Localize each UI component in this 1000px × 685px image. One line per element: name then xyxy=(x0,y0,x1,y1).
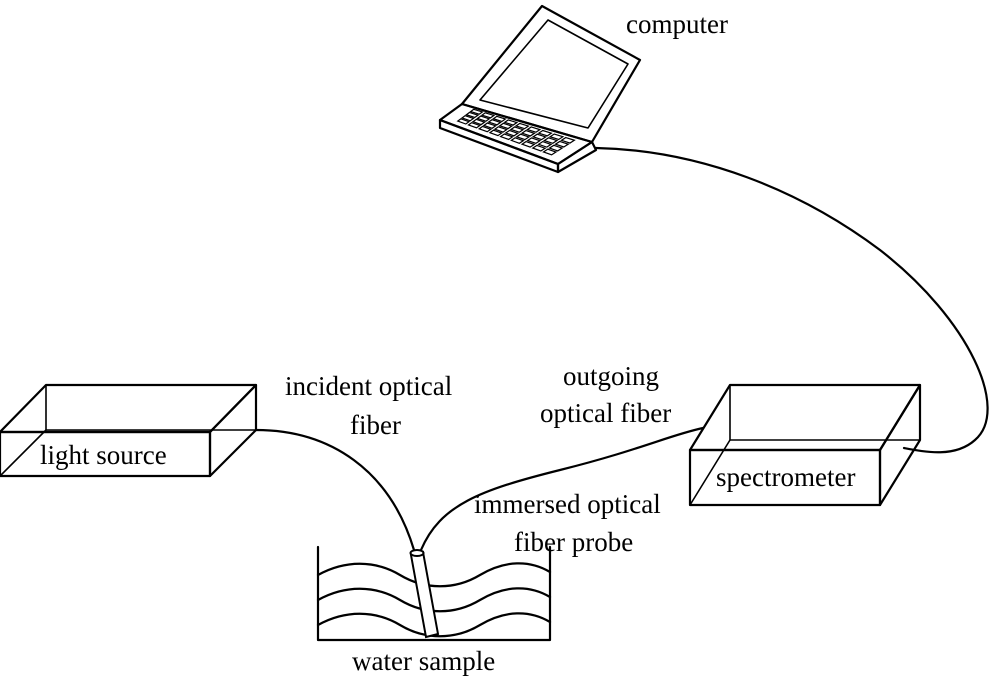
keyboard-key xyxy=(526,126,542,133)
spectrometer-side-face xyxy=(878,383,922,507)
keyboard-key xyxy=(465,111,480,119)
label-probe-1: immersed optical xyxy=(474,489,661,519)
water-wave-3 xyxy=(316,612,552,638)
laptop-keyboard xyxy=(456,108,576,156)
incident-optical-fiber xyxy=(254,428,416,552)
label-incident-fiber-2: fiber xyxy=(350,410,401,440)
keyboard-key xyxy=(460,114,475,122)
keyboard-key xyxy=(482,122,497,129)
keyboard-key xyxy=(504,129,520,137)
keyboard-key xyxy=(488,129,503,137)
keyboard-key xyxy=(469,108,484,115)
keyboard-key xyxy=(480,112,496,119)
keyboard-key xyxy=(531,144,547,152)
keyboard-key xyxy=(467,121,482,129)
outgoing-optical-fiber xyxy=(419,426,705,552)
keyboard-key xyxy=(510,137,525,144)
keyboard-key xyxy=(515,133,531,141)
keyboard-key xyxy=(456,118,471,125)
keyboard-key xyxy=(531,133,548,141)
keyboard-key xyxy=(542,137,559,144)
keyboard-key xyxy=(526,137,542,145)
fiber-probe xyxy=(409,549,440,639)
keyboard-key xyxy=(498,122,514,130)
keyboard-key xyxy=(537,140,553,148)
label-probe-2: fiber probe xyxy=(514,527,633,557)
keyboard-key xyxy=(471,118,486,126)
spectrometer-box xyxy=(688,383,922,507)
keyboard-key xyxy=(499,133,514,141)
keyboard-key xyxy=(520,140,536,148)
label-spectrometer: spectrometer xyxy=(716,462,855,492)
laptop-computer xyxy=(438,4,642,174)
keyboard-key xyxy=(554,140,570,148)
label-water-sample: water sample xyxy=(352,646,495,676)
water-container xyxy=(316,545,552,642)
keyboard-key xyxy=(477,125,493,133)
keyboard-key xyxy=(492,115,507,123)
container-walls xyxy=(316,545,552,642)
label-outgoing-fiber-1: outgoing xyxy=(563,361,659,391)
keyboard-key xyxy=(548,133,565,141)
label-computer: computer xyxy=(626,9,728,39)
keyboard-key xyxy=(548,144,564,152)
keyboard-key xyxy=(537,129,553,137)
keyboard-key xyxy=(520,129,536,137)
keyboard-key xyxy=(560,136,576,144)
probe-top xyxy=(409,549,425,557)
keyboard-key xyxy=(476,115,491,122)
keyboard-key xyxy=(487,119,502,126)
label-incident-fiber-1: incident optical xyxy=(285,371,452,401)
keyboard-key xyxy=(503,119,519,126)
keyboard-key xyxy=(493,126,509,133)
label-outgoing-fiber-2: optical fiber xyxy=(540,398,671,428)
keyboard-key xyxy=(514,122,530,130)
data-cable xyxy=(594,146,989,454)
laptop-base-side xyxy=(556,140,598,174)
keyboard-key xyxy=(542,148,558,156)
keyboard-key xyxy=(509,126,525,133)
label-light-source: light source xyxy=(40,440,167,470)
water-wave-2 xyxy=(316,587,552,613)
laptop-screen-display xyxy=(479,19,629,129)
probe-body xyxy=(409,550,440,639)
water-wave-1 xyxy=(316,562,552,588)
